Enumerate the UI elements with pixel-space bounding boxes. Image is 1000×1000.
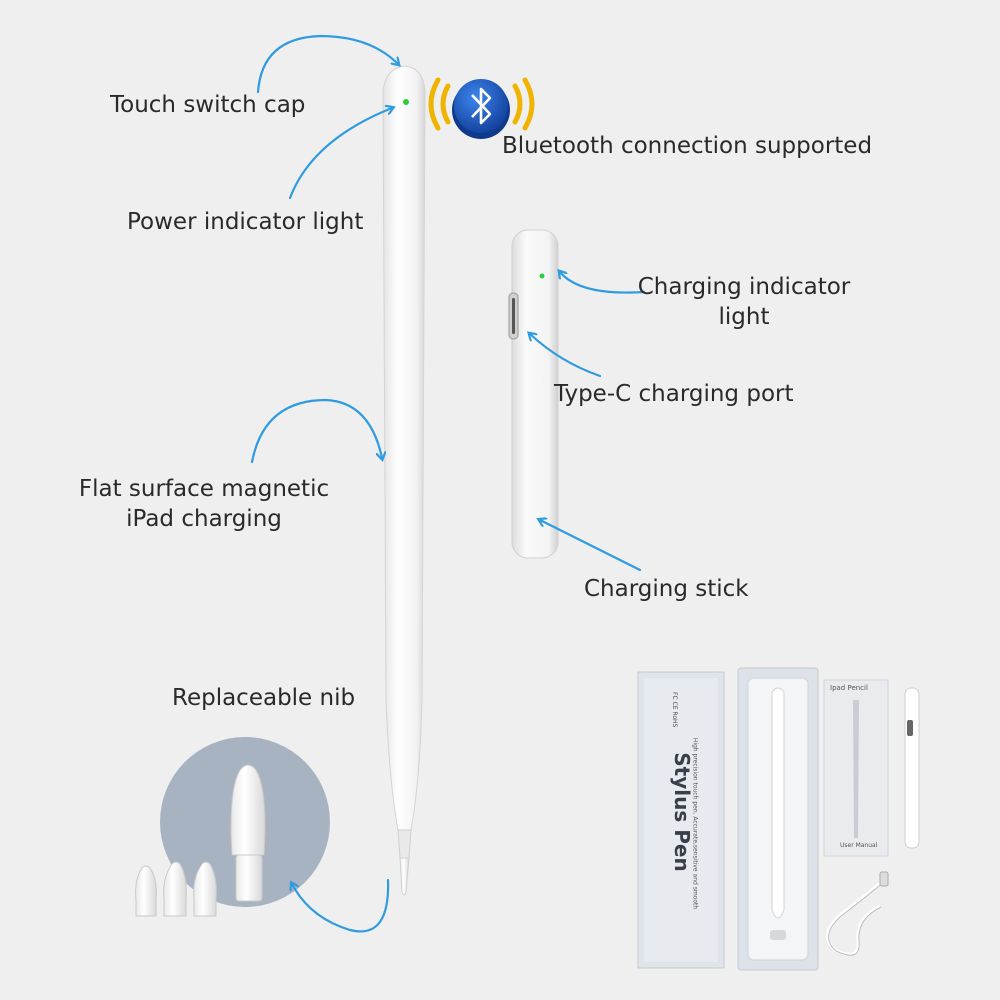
label-bluetooth: Bluetooth connection supported [502,133,873,159]
label-magnetic-line2: iPad charging [126,506,282,532]
arrow-nib [292,878,390,933]
arrow-magnetic [250,398,382,464]
label-replaceable-nib: Replaceable nib [172,685,356,711]
manual-footer: User Manual [840,842,878,849]
power-indicator-light [403,99,409,105]
callout-arrows [250,34,646,933]
label-touch-switch-cap: Touch switch cap [110,92,306,118]
label-charging-indicator: Charging indicator light [624,272,864,332]
box-marks: FC CE RoHS [671,692,678,728]
charging-indicator-light [539,273,545,279]
label-magnetic-charging: Flat surface magnetic iPad charging [72,474,336,534]
manual-title: Ipad Pencil [830,684,868,692]
bluetooth-icon [428,77,535,139]
arrow-touch-switch [256,34,398,94]
label-magnetic-line1: Flat surface magnetic [78,476,330,502]
box-subtitle: High precision touch pen. Accurate,sensi… [691,737,699,910]
arrow-charging-indicator [560,272,646,294]
label-power-indicator: Power indicator light [127,209,364,235]
box-title: Stylus Pen [670,752,694,872]
label-charging-stick: Charging stick [584,576,749,602]
label-type-c-port: Type-C charging port [554,381,794,407]
package-contents [637,667,920,971]
charging-stick [508,229,559,559]
package-charging-stick [904,687,920,849]
nib-display [135,737,330,917]
stylus-pen [382,65,426,896]
arrow-charging-stick [540,520,642,572]
arrow-type-c [530,334,602,378]
label-charging-indicator-line2: light [718,304,770,330]
label-charging-indicator-line1: Charging indicator [637,274,851,300]
arrow-power-indicator [288,108,392,200]
